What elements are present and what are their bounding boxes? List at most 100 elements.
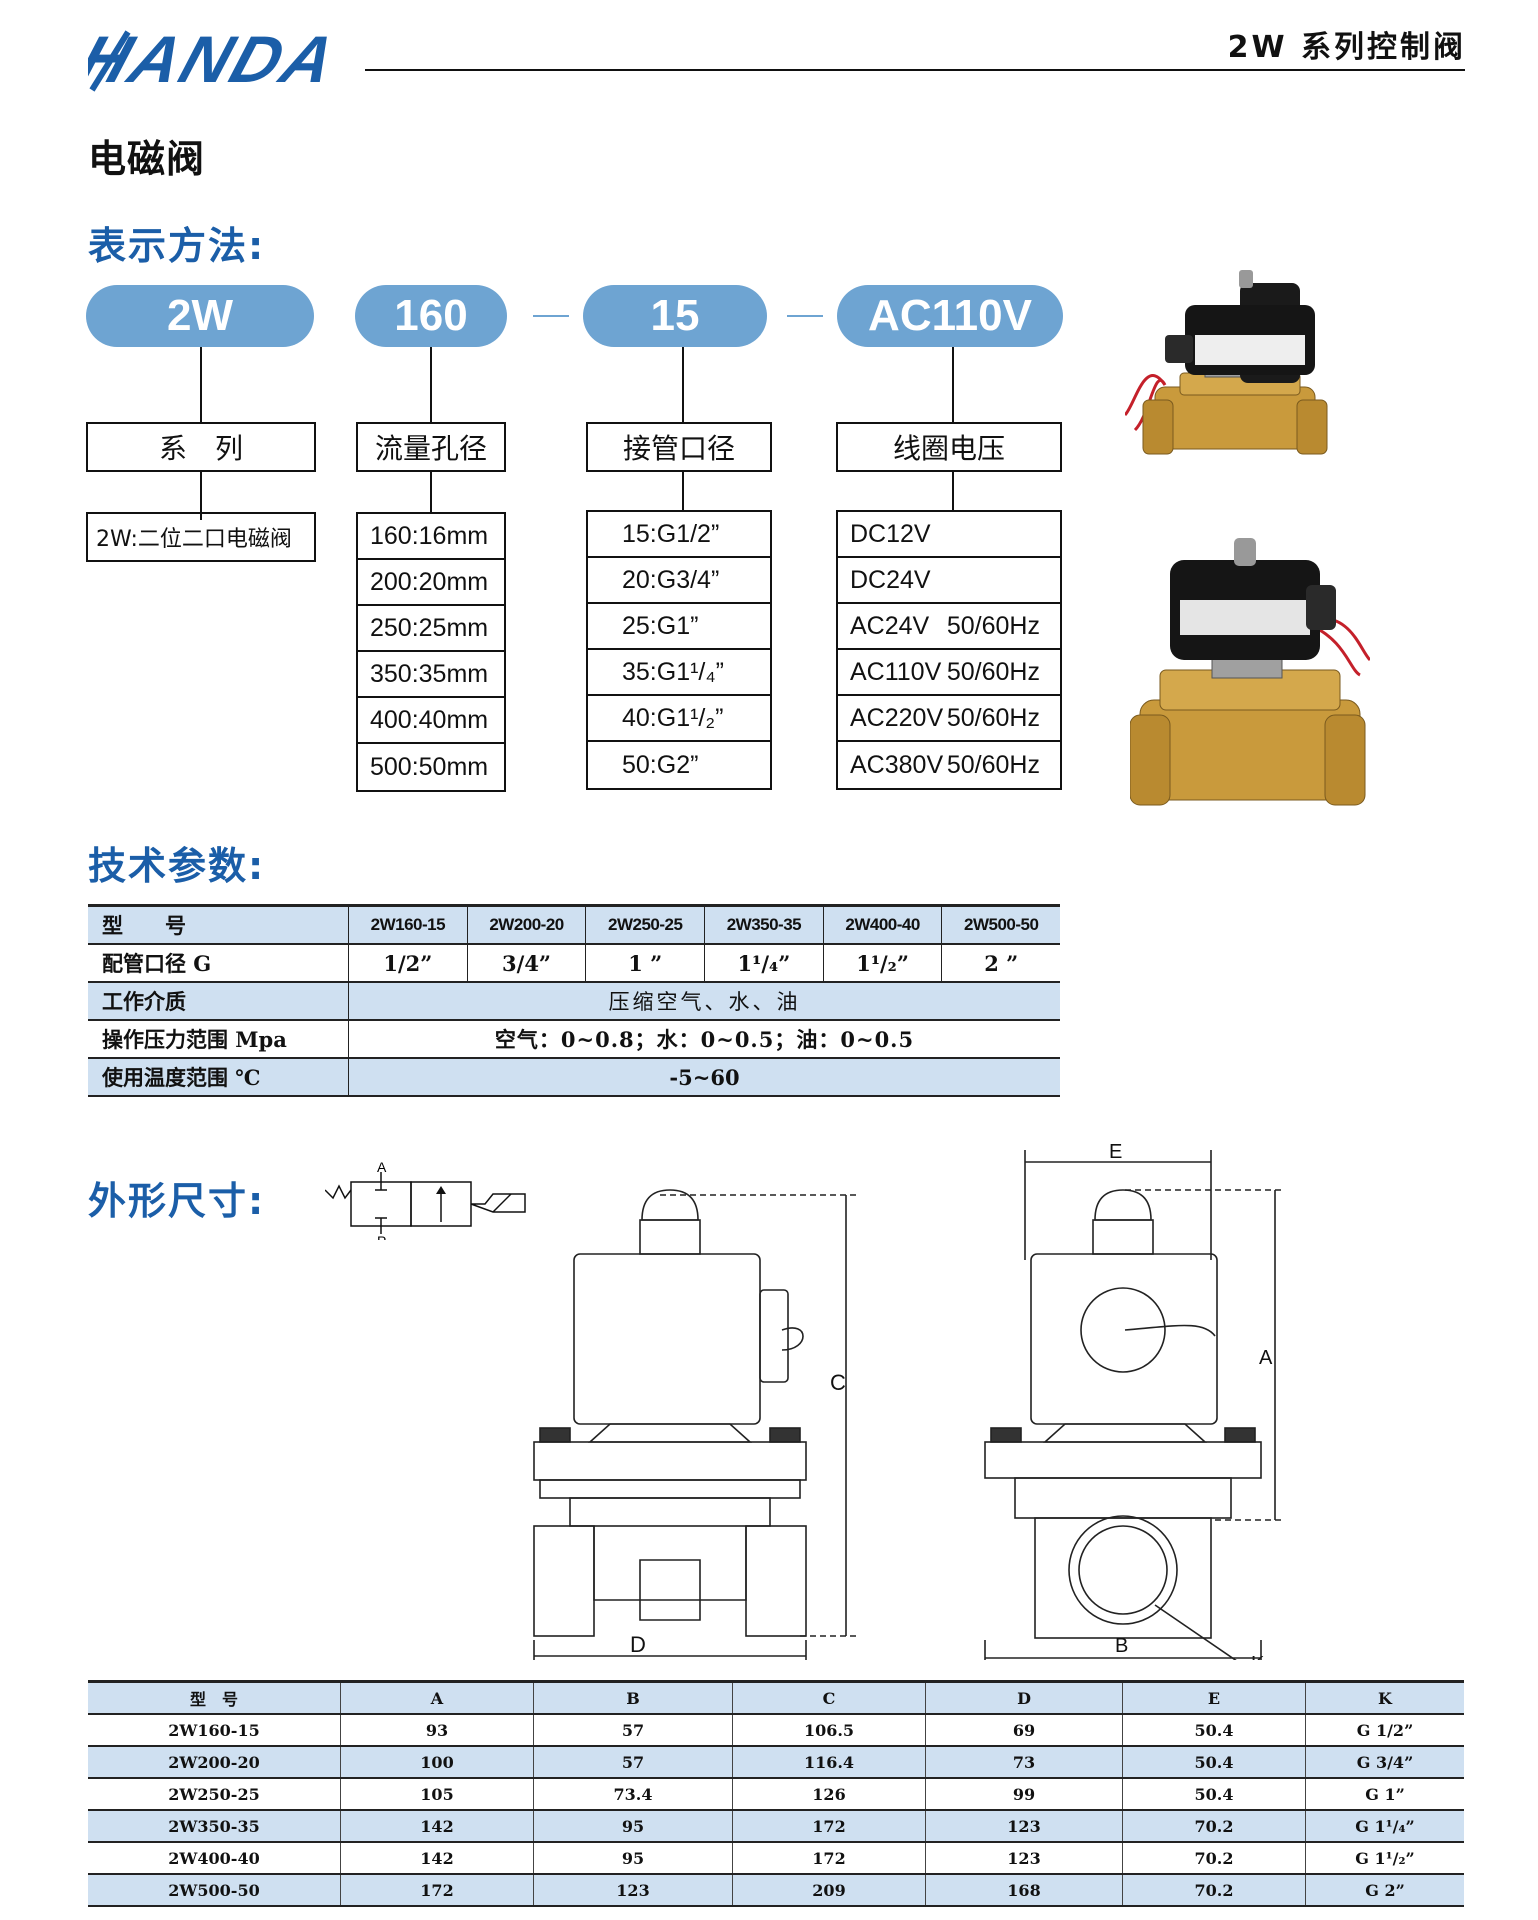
orifice-option: 500:50mm xyxy=(370,752,489,781)
cell: 168 xyxy=(925,1874,1123,1907)
cell: 172 xyxy=(732,1810,926,1843)
label-port: 接管口径 xyxy=(586,422,772,472)
voltage-value: DC24V xyxy=(850,565,931,594)
port-option: 35:G1¹/₄” xyxy=(588,650,770,696)
valve-side-drawing: D C xyxy=(520,1180,880,1664)
frequency-value: 50/60Hz xyxy=(946,657,1040,686)
table-row: 使用温度范围 ℃ -5~60 xyxy=(88,1058,1060,1097)
voltage-value: AC110V xyxy=(850,657,942,686)
cell: 106.5 xyxy=(732,1714,926,1747)
svg-text:D: D xyxy=(630,1632,646,1657)
table-row: 2W200-20 100 57 116.4 73 50.4 G 3/4” xyxy=(88,1746,1464,1779)
table-row: 型 号 2W160-15 2W200-20 2W250-25 2W350-35 … xyxy=(88,904,1060,945)
port-option: 20:G3/4” xyxy=(588,558,770,604)
column-header: E xyxy=(1122,1680,1306,1715)
column-header: C xyxy=(732,1680,926,1715)
model-cell: 2W350-35 xyxy=(704,904,824,945)
tech-parameter-table: 型 号 2W160-15 2W200-20 2W250-25 2W350-35 … xyxy=(88,904,1060,1097)
pressure-label: 操作压力范围 Mpa xyxy=(88,1020,349,1059)
voltage-value: AC380V xyxy=(850,750,944,779)
pill-voltage: AC110V xyxy=(837,285,1063,347)
tech-section-title: 技术参数: xyxy=(88,844,266,888)
cell: 73 xyxy=(925,1746,1123,1779)
voltage-value: DC12V xyxy=(850,519,931,548)
series-option: 2W:二位二口电磁阀 xyxy=(96,527,292,552)
frequency-value: 50/60Hz xyxy=(946,703,1040,732)
pressure-value: 空气：0~0.8；水：0~0.5；油：0~0.5 xyxy=(348,1020,1060,1059)
cell: 172 xyxy=(732,1842,926,1875)
cell: 2W500-50 xyxy=(88,1874,341,1907)
frequency-value: 50/60Hz xyxy=(946,611,1040,640)
cell: 93 xyxy=(340,1714,534,1747)
port-cell: 1¹/₄” xyxy=(704,944,824,983)
dims-section-title: 外形尺寸: xyxy=(88,1179,266,1223)
table-row: 2W400-40 142 95 172 123 70.2 G 1¹/₂” xyxy=(88,1842,1464,1875)
temperature-value: -5~60 xyxy=(348,1058,1060,1097)
cell: 123 xyxy=(533,1874,733,1907)
port-cell: 1¹/₂” xyxy=(822,944,942,983)
cell: 123 xyxy=(925,1842,1123,1875)
cell: G 2” xyxy=(1305,1874,1464,1907)
svg-text:A: A xyxy=(377,1160,387,1175)
frequency-value: 50/60Hz xyxy=(946,750,1040,779)
voltage-option: DC24V xyxy=(838,558,1060,604)
cell: 172 xyxy=(340,1874,534,1907)
table-row: 2W350-35 142 95 172 123 70.2 G 1¹/₄” xyxy=(88,1810,1464,1843)
column-header: K xyxy=(1305,1680,1464,1715)
table-row: 操作压力范围 Mpa 空气：0~0.8；水：0~0.5；油：0~0.5 xyxy=(88,1020,1060,1059)
cell: 2W250-25 xyxy=(88,1778,341,1811)
pill-orifice: 160 xyxy=(355,285,507,347)
cell: 123 xyxy=(925,1810,1123,1843)
port-option: 25:G1” xyxy=(588,604,770,650)
orifice-option: 250:25mm xyxy=(358,606,504,652)
label-orifice: 流量孔径 xyxy=(356,422,506,472)
cell: 70.2 xyxy=(1122,1810,1306,1843)
connector-line xyxy=(430,347,432,422)
orifice-option-list: 160:16mm 200:20mm 250:25mm 350:35mm 400:… xyxy=(356,512,506,792)
cell: 142 xyxy=(340,1810,534,1843)
cell: 126 xyxy=(732,1778,926,1811)
cell: 69 xyxy=(925,1714,1123,1747)
table-row: 2W500-50 172 123 209 168 70.2 G 2” xyxy=(88,1874,1464,1907)
connector-line xyxy=(952,347,954,422)
voltage-option: DC12V xyxy=(838,512,1060,558)
port-option: 15:G1/2” xyxy=(588,512,770,558)
cell: 57 xyxy=(533,1746,733,1779)
column-header: B xyxy=(533,1680,733,1715)
port-option-list: 15:G1/2” 20:G3/4” 25:G1” 35:G1¹/₄” 40:G1… xyxy=(586,510,772,790)
model-cell: 2W400-40 xyxy=(822,904,942,945)
orifice-option: 160:16mm xyxy=(358,514,504,560)
valve-photo-small xyxy=(1123,265,1345,489)
series-title: 2W 系列控制阀 xyxy=(1227,30,1466,65)
cell: 116.4 xyxy=(732,1746,926,1779)
model-cell: 2W250-25 xyxy=(585,904,705,945)
page-title: 电磁阀 xyxy=(88,136,206,181)
model-cell: 2W500-50 xyxy=(941,904,1060,945)
cell: 50.4 xyxy=(1122,1778,1306,1811)
voltage-value: AC220V xyxy=(850,703,944,732)
port-cell: 1/2” xyxy=(348,944,468,983)
table-row: 配管口径 G 1/2” 3/4” 1 ” 1¹/₄” 1¹/₂” 2 ” xyxy=(88,944,1060,983)
model-label: 型 号 xyxy=(88,904,349,945)
port-option: 50:G2” xyxy=(622,750,699,779)
cell: 2W160-15 xyxy=(88,1714,341,1747)
valve-photo-large xyxy=(1129,530,1372,824)
handa-logo: HANDA xyxy=(70,22,358,97)
temperature-label: 使用温度范围 ℃ xyxy=(88,1058,349,1097)
port-cell: 3/4” xyxy=(466,944,586,983)
cell: G 1¹/₂” xyxy=(1305,1842,1464,1875)
orifice-option: 350:35mm xyxy=(358,652,504,698)
dash-separator xyxy=(533,315,569,317)
column-header: 型 号 xyxy=(88,1680,341,1715)
port-cell: 1 ” xyxy=(585,944,705,983)
label-voltage: 线圈电压 xyxy=(836,422,1062,472)
label-series: 系 列 xyxy=(86,422,316,472)
table-row: 工作介质 压缩空气、水、油 xyxy=(88,982,1060,1021)
table-row: 2W160-15 93 57 106.5 69 50.4 G 1/2” xyxy=(88,1714,1464,1747)
port-cell: 2 ” xyxy=(941,944,1060,983)
connector-line xyxy=(430,472,432,512)
svg-text:A: A xyxy=(1259,1347,1273,1369)
cell: 70.2 xyxy=(1122,1842,1306,1875)
